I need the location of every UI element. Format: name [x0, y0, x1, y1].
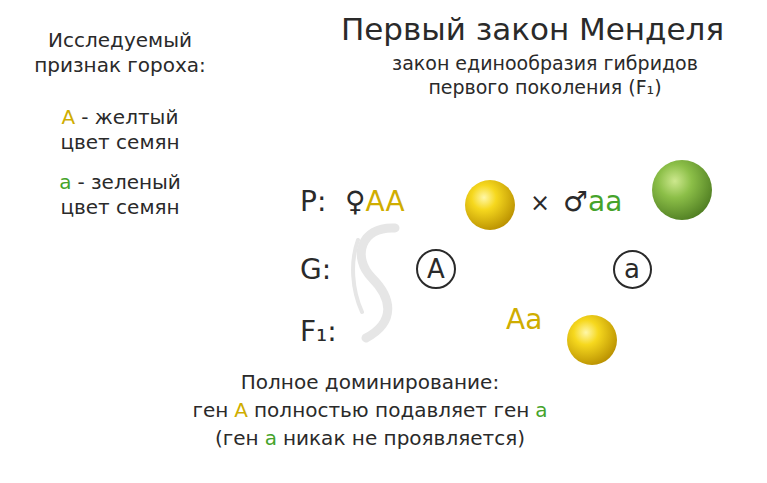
allele-key-group: A- желтый цвет семян — [50, 105, 190, 155]
generation-mark: F₁: — [300, 315, 337, 348]
feature-heading: Исследуемый признак гороха: — [34, 28, 206, 77]
hybrid-genotype: Aa — [506, 303, 542, 336]
generation-mark: P: — [300, 185, 326, 218]
subtitle: закон единообразия гибридов первого поко… — [392, 52, 698, 98]
green-pea — [652, 160, 712, 220]
gamete-circle: a — [613, 250, 652, 289]
cross-sign: × — [530, 189, 550, 217]
gamete-allele: A — [427, 256, 445, 282]
generation-mark-group: P: — [300, 184, 326, 219]
note-text: A — [234, 398, 248, 422]
parent-genotype-group: ♂aa — [563, 184, 622, 219]
allele-key: a — [59, 170, 71, 194]
generation-mark-group: G: — [300, 252, 331, 287]
parent-genotype: AA — [366, 185, 405, 218]
yellow-pea — [567, 315, 617, 365]
generation-mark: G: — [300, 253, 331, 286]
parent-genotype: ♀ — [345, 185, 366, 218]
note-heading: Полное доминирование: — [241, 370, 499, 394]
title: Первый закон Менделя — [305, 10, 760, 49]
watermark-curve — [361, 228, 395, 338]
hybrid-genotype-group: Aa — [506, 302, 542, 337]
allele-key: - желтый цвет семян — [60, 105, 179, 154]
yellow-pea — [465, 180, 515, 230]
feature-heading-group: Исследуемый признак гороха: — [25, 28, 215, 78]
watermark — [353, 228, 395, 338]
subtitle-group: закон единообразия гибридов первого поко… — [385, 52, 705, 100]
gamete-allele: a — [624, 256, 640, 282]
note-text: a — [535, 398, 547, 422]
note-text-group: (генaникак не проявляется) — [160, 426, 580, 451]
watermark-leaf — [353, 240, 362, 312]
note-text: полностью подавляет ген — [254, 398, 529, 422]
parent-genotype: aa — [588, 185, 622, 218]
allele-key-group: a- зеленый цвет семян — [50, 170, 190, 220]
parent-genotype-group: ♀AA — [345, 184, 405, 219]
note-text-group: генAполностью подавляет генa — [160, 398, 580, 423]
allele-key: A — [62, 105, 76, 129]
cross-sign-group: × — [530, 188, 550, 218]
parent-genotype: ♂ — [563, 185, 588, 218]
note-heading-group: Полное доминирование: — [160, 370, 580, 395]
note-text: никак не проявляется) — [283, 426, 525, 450]
generation-mark-group: F₁: — [300, 314, 337, 349]
allele-key: - зеленый цвет семян — [60, 170, 180, 219]
note-text: ген — [192, 398, 228, 422]
note-text: (ген — [215, 426, 259, 450]
note-text: a — [265, 426, 277, 450]
gamete-circle: A — [416, 249, 456, 289]
